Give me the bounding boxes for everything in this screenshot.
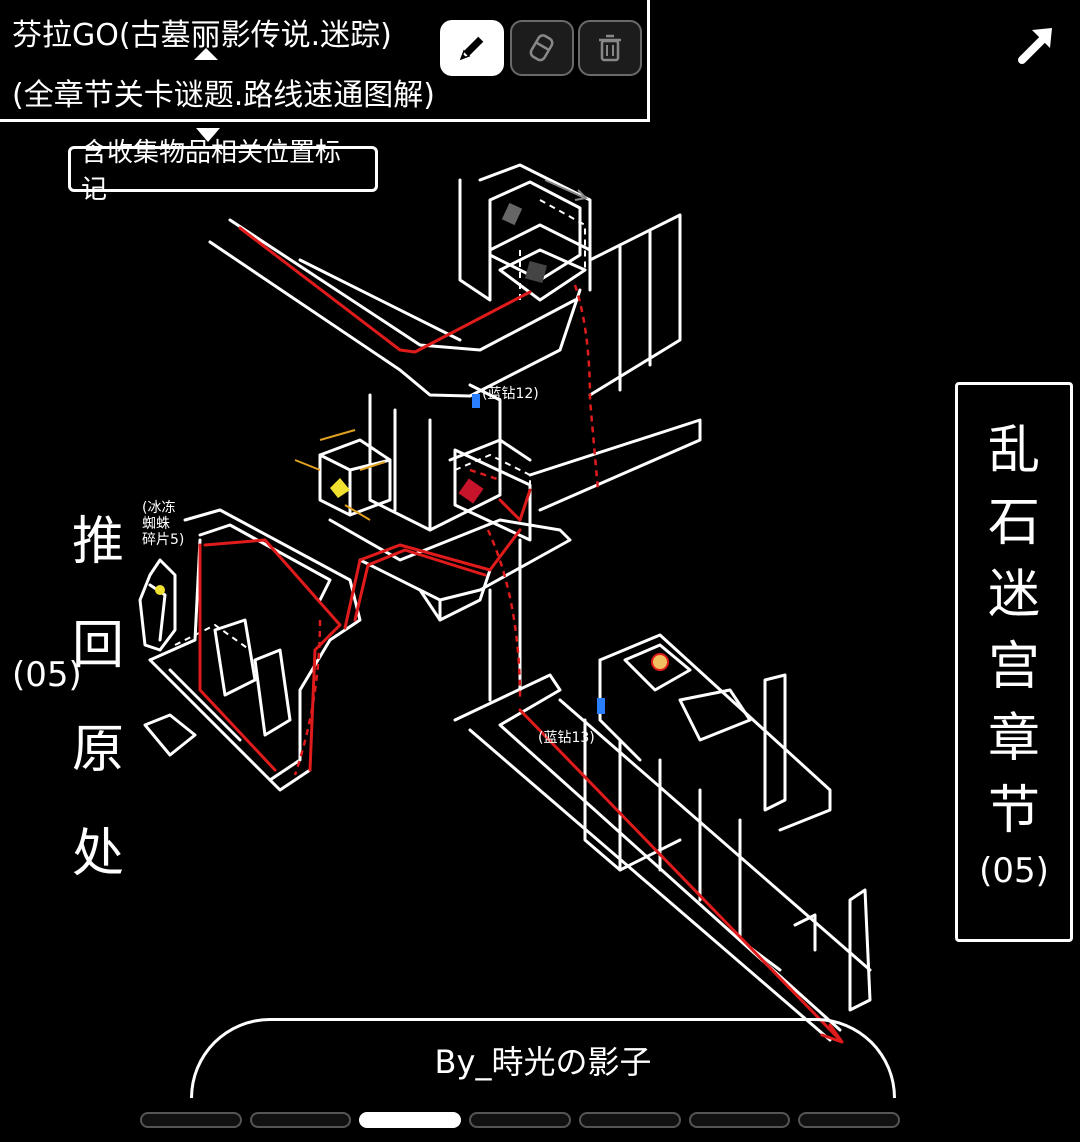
trash-icon [599, 34, 621, 62]
page-indicator [140, 1112, 901, 1132]
page-dot-2[interactable] [249, 1112, 352, 1128]
author-credit-bar: By_時光の影子 [190, 1018, 896, 1098]
ice-spider-note: (冰冻 蜘蛛 碎片5) [142, 500, 185, 548]
push-back-note: 推 回 原 处 [72, 490, 124, 906]
share-arrow-icon[interactable] [1012, 20, 1060, 68]
trash-tool-button[interactable] [578, 20, 642, 76]
gem-13-label: (蓝钻13) [538, 730, 595, 746]
chapter-number: (05) [979, 851, 1049, 891]
gem-12-label: (蓝钻12) [482, 386, 539, 402]
subtitle-box: 含收集物品相关位置标记 [68, 138, 378, 205]
eraser-icon [529, 34, 554, 62]
chapter-char-6: 节 [987, 781, 1040, 841]
page-dot-6[interactable] [688, 1112, 791, 1128]
chapter-char-5: 章 [987, 709, 1040, 769]
header-box [0, 0, 650, 122]
push-char-2: 回 [72, 616, 125, 676]
page-dot-7[interactable] [798, 1112, 901, 1128]
pencil-tool-button[interactable] [440, 20, 504, 76]
push-char-1: 推 [72, 512, 125, 572]
push-char-4: 处 [72, 824, 125, 884]
eraser-tool-button[interactable] [510, 20, 574, 76]
page-dot-5[interactable] [578, 1112, 681, 1128]
chapter-char-2: 石 [987, 493, 1040, 553]
pencil-icon [459, 35, 485, 61]
chapter-title-panel: 乱 石 迷 宫 章 节 (05) [955, 382, 1073, 942]
arrow-up-icon [194, 48, 218, 60]
chapter-char-4: 宫 [987, 637, 1040, 697]
chapter-char-3: 迷 [987, 565, 1040, 625]
author-credit: By_時光の影子 [434, 1042, 652, 1081]
page-dot-4[interactable] [469, 1112, 571, 1128]
title-line-1: 芬拉GO(古墓丽影传说.迷踪) [12, 18, 392, 53]
push-back-number: (05) [12, 655, 82, 695]
page-dot-1[interactable] [140, 1112, 242, 1128]
page-dot-3[interactable] [359, 1112, 462, 1128]
title-line-2: (全章节关卡谜题.路线速通图解) [12, 78, 435, 113]
arrow-down-icon [196, 128, 220, 142]
push-char-3: 原 [72, 720, 125, 780]
subtitle-text: 含收集物品相关位置标记 [81, 138, 342, 205]
chapter-char-1: 乱 [987, 421, 1040, 481]
